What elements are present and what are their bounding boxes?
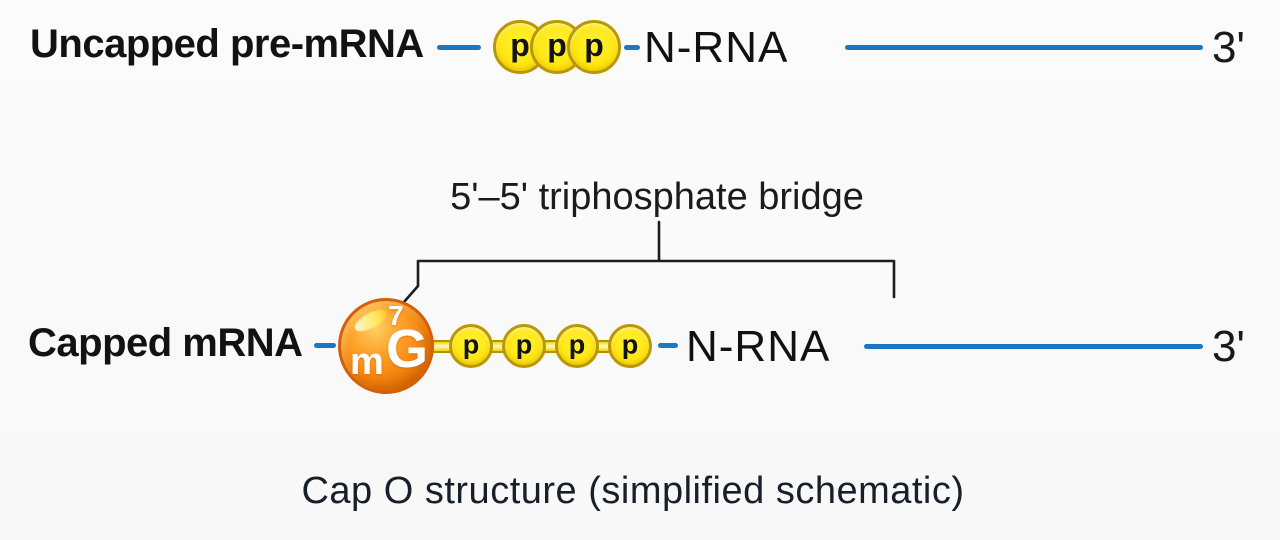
capped-label-linker-line	[314, 343, 336, 348]
phosphate-bead: p	[567, 20, 621, 74]
uncapped-chain-label: N-RNA	[644, 23, 789, 72]
phosphate-label: p	[621, 328, 639, 359]
uncapped-chain-linker-line	[624, 45, 640, 50]
capped-rna-line	[864, 344, 1203, 349]
capped-three-prime-label: 3'	[1212, 322, 1245, 371]
uncapped-row-label: Uncapped pre-mRNA	[30, 22, 424, 66]
phosphate-bead: p	[555, 324, 599, 368]
phosphate-label: p	[547, 27, 567, 64]
cap-gloss-highlight	[351, 305, 391, 336]
phosphate-bead: p	[608, 324, 652, 368]
m7g-cap-sphere: m 7 G	[338, 298, 434, 394]
diagram-caption: Cap O structure (simplified schematic)	[301, 470, 965, 512]
phosphate-label: p	[568, 328, 586, 359]
bracket-path	[402, 220, 896, 304]
capped-chain-linker-line	[658, 343, 678, 348]
cap-superscript-label: 7	[388, 300, 404, 331]
triphosphate-bridge-label: 5'–5' triphosphate bridge	[450, 176, 864, 218]
phosphate-label: p	[510, 27, 530, 64]
phosphate-label: p	[584, 27, 604, 64]
uncapped-rna-line	[845, 45, 1203, 50]
capped-chain-label: N-RNA	[686, 322, 831, 371]
cap-base-label: m	[350, 341, 384, 383]
phosphate-label: p	[515, 328, 533, 359]
uncapped-5prime-linker-line	[437, 45, 481, 50]
capped-row-label: Capped mRNA	[28, 321, 303, 365]
phosphate-bead: p	[502, 324, 546, 368]
uncapped-three-prime-label: 3'	[1212, 23, 1245, 72]
phosphate-label: p	[462, 328, 480, 359]
phosphate-bead: p	[449, 324, 493, 368]
cap-guanine-label: G	[386, 319, 429, 379]
